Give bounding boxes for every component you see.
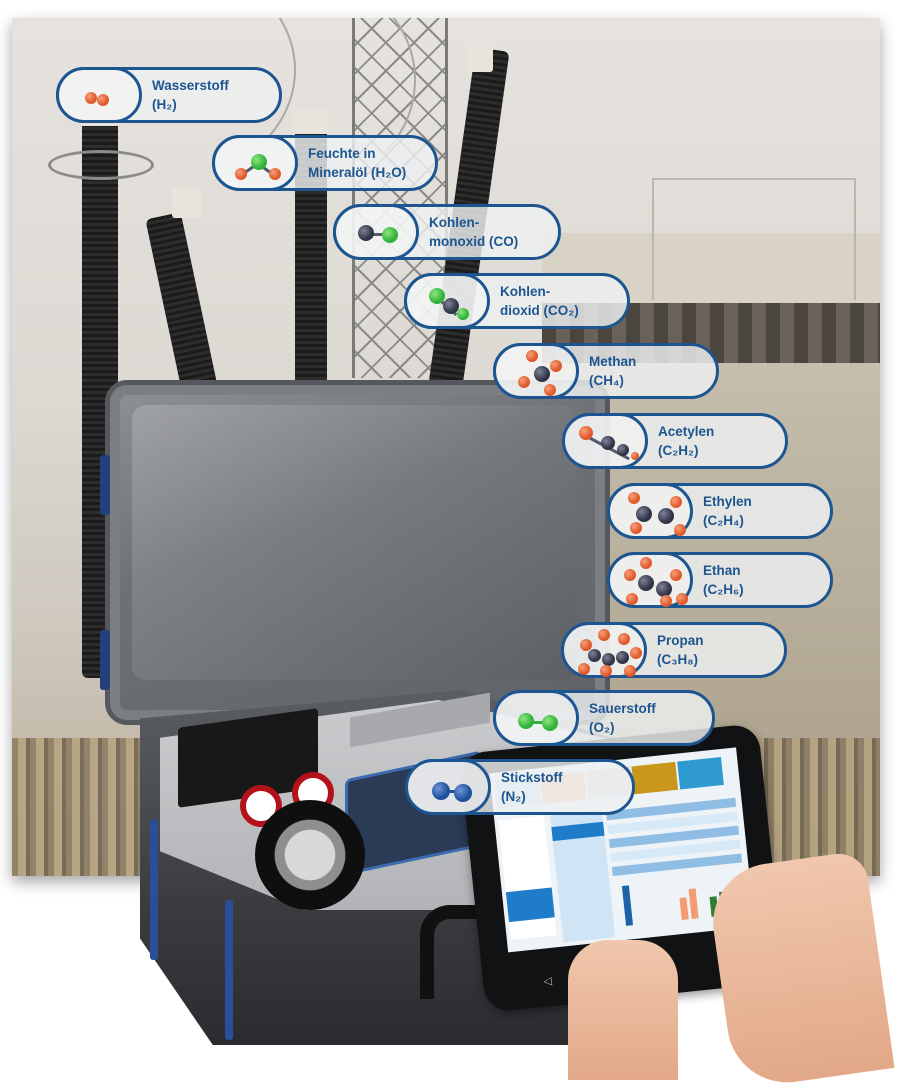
sample-valve[interactable] bbox=[255, 800, 365, 910]
gas-formula: (CH₄) bbox=[589, 373, 624, 388]
hand-pointing-finger bbox=[705, 849, 895, 1090]
gas-formula: (N₂) bbox=[501, 789, 526, 804]
gas-name: Stickstoff bbox=[501, 770, 563, 785]
chart-bar bbox=[679, 897, 689, 921]
gas-name: Ethylen bbox=[703, 494, 752, 509]
ethylene-molecule-icon bbox=[607, 483, 693, 539]
gas-formula: (C₃H₈) bbox=[657, 652, 699, 667]
side-menu-active-item[interactable] bbox=[505, 887, 555, 923]
lid-clip bbox=[100, 630, 110, 690]
methane-molecule-icon bbox=[493, 343, 579, 399]
gas-name: Kohlen- bbox=[500, 284, 551, 299]
gas-name: Methan bbox=[589, 354, 637, 369]
gas-formula: (C₂H₂) bbox=[658, 443, 699, 458]
hydrogen-molecule-icon bbox=[56, 67, 142, 123]
carbon-dioxide-molecule-icon bbox=[404, 273, 490, 329]
chart-bar bbox=[688, 888, 699, 919]
dashboard-tile[interactable] bbox=[631, 761, 679, 795]
propane-molecule-icon bbox=[561, 622, 647, 678]
gas-name: Feuchte in bbox=[308, 146, 376, 161]
water-molecule-icon bbox=[212, 135, 298, 191]
gas-formula: (C₂H₄) bbox=[703, 513, 744, 528]
analyzer-case-lid bbox=[105, 380, 610, 725]
hand-holding-tablet bbox=[568, 940, 678, 1080]
oil-port[interactable] bbox=[240, 785, 282, 827]
bushing-cap bbox=[172, 188, 202, 218]
gas-formula: Mineralöl (H₂O) bbox=[308, 165, 407, 180]
gas-name: Wasserstoff bbox=[152, 78, 229, 93]
gas-formula: monoxid (CO) bbox=[429, 234, 519, 249]
side-menu-panel[interactable] bbox=[498, 815, 557, 941]
safety-railing bbox=[652, 178, 856, 300]
bushing-cap bbox=[293, 110, 329, 134]
gas-name: Sauerstoff bbox=[589, 701, 656, 716]
gas-label-carbon-dioxide: Kohlen-dioxid (CO₂) bbox=[404, 273, 630, 329]
gas-label-ethylene: Ethylen (C₂H₄) bbox=[607, 483, 833, 539]
bushing-cap bbox=[467, 46, 493, 72]
gas-name: Acetylen bbox=[658, 424, 715, 439]
gas-formula: (C₂H₆) bbox=[703, 582, 744, 597]
gas-label-moisture: Feuchte in Mineralöl (H₂O) bbox=[212, 135, 438, 191]
gas-name: Kohlen- bbox=[429, 215, 480, 230]
gas-label-nitrogen: Stickstoff (N₂) bbox=[405, 759, 635, 815]
lid-clip bbox=[100, 455, 110, 515]
dashboard-tile[interactable] bbox=[677, 757, 724, 790]
nitrogen-molecule-icon bbox=[405, 759, 491, 815]
gas-label-acetylene: Acetylen (C₂H₂) bbox=[562, 413, 788, 469]
ethane-molecule-icon bbox=[607, 552, 693, 608]
corona-ring bbox=[48, 150, 154, 180]
gas-name: Propan bbox=[657, 633, 704, 648]
gas-formula: dioxid (CO₂) bbox=[500, 303, 579, 318]
gas-formula: (O₂) bbox=[589, 720, 615, 735]
gas-label-ethane: Ethan (C₂H₆) bbox=[607, 552, 833, 608]
gas-label-methane: Methan (CH₄) bbox=[493, 343, 719, 399]
acetylene-molecule-icon bbox=[562, 413, 648, 469]
chart-bar bbox=[621, 885, 634, 926]
gas-label-oxygen: Sauerstoff (O₂) bbox=[493, 690, 715, 746]
gas-formula: (H₂) bbox=[152, 97, 177, 112]
oxygen-molecule-icon bbox=[493, 690, 579, 746]
case-stripe bbox=[150, 820, 158, 960]
case-stripe bbox=[225, 900, 233, 1040]
carbon-monoxide-molecule-icon bbox=[333, 204, 419, 260]
gas-name: Ethan bbox=[703, 563, 741, 578]
gas-label-propane: Propan (C₃H₈) bbox=[561, 622, 787, 678]
gas-label-hydrogen: Wasserstoff (H₂) bbox=[56, 67, 282, 123]
gas-label-carbon-monoxide: Kohlen-monoxid (CO) bbox=[333, 204, 561, 260]
